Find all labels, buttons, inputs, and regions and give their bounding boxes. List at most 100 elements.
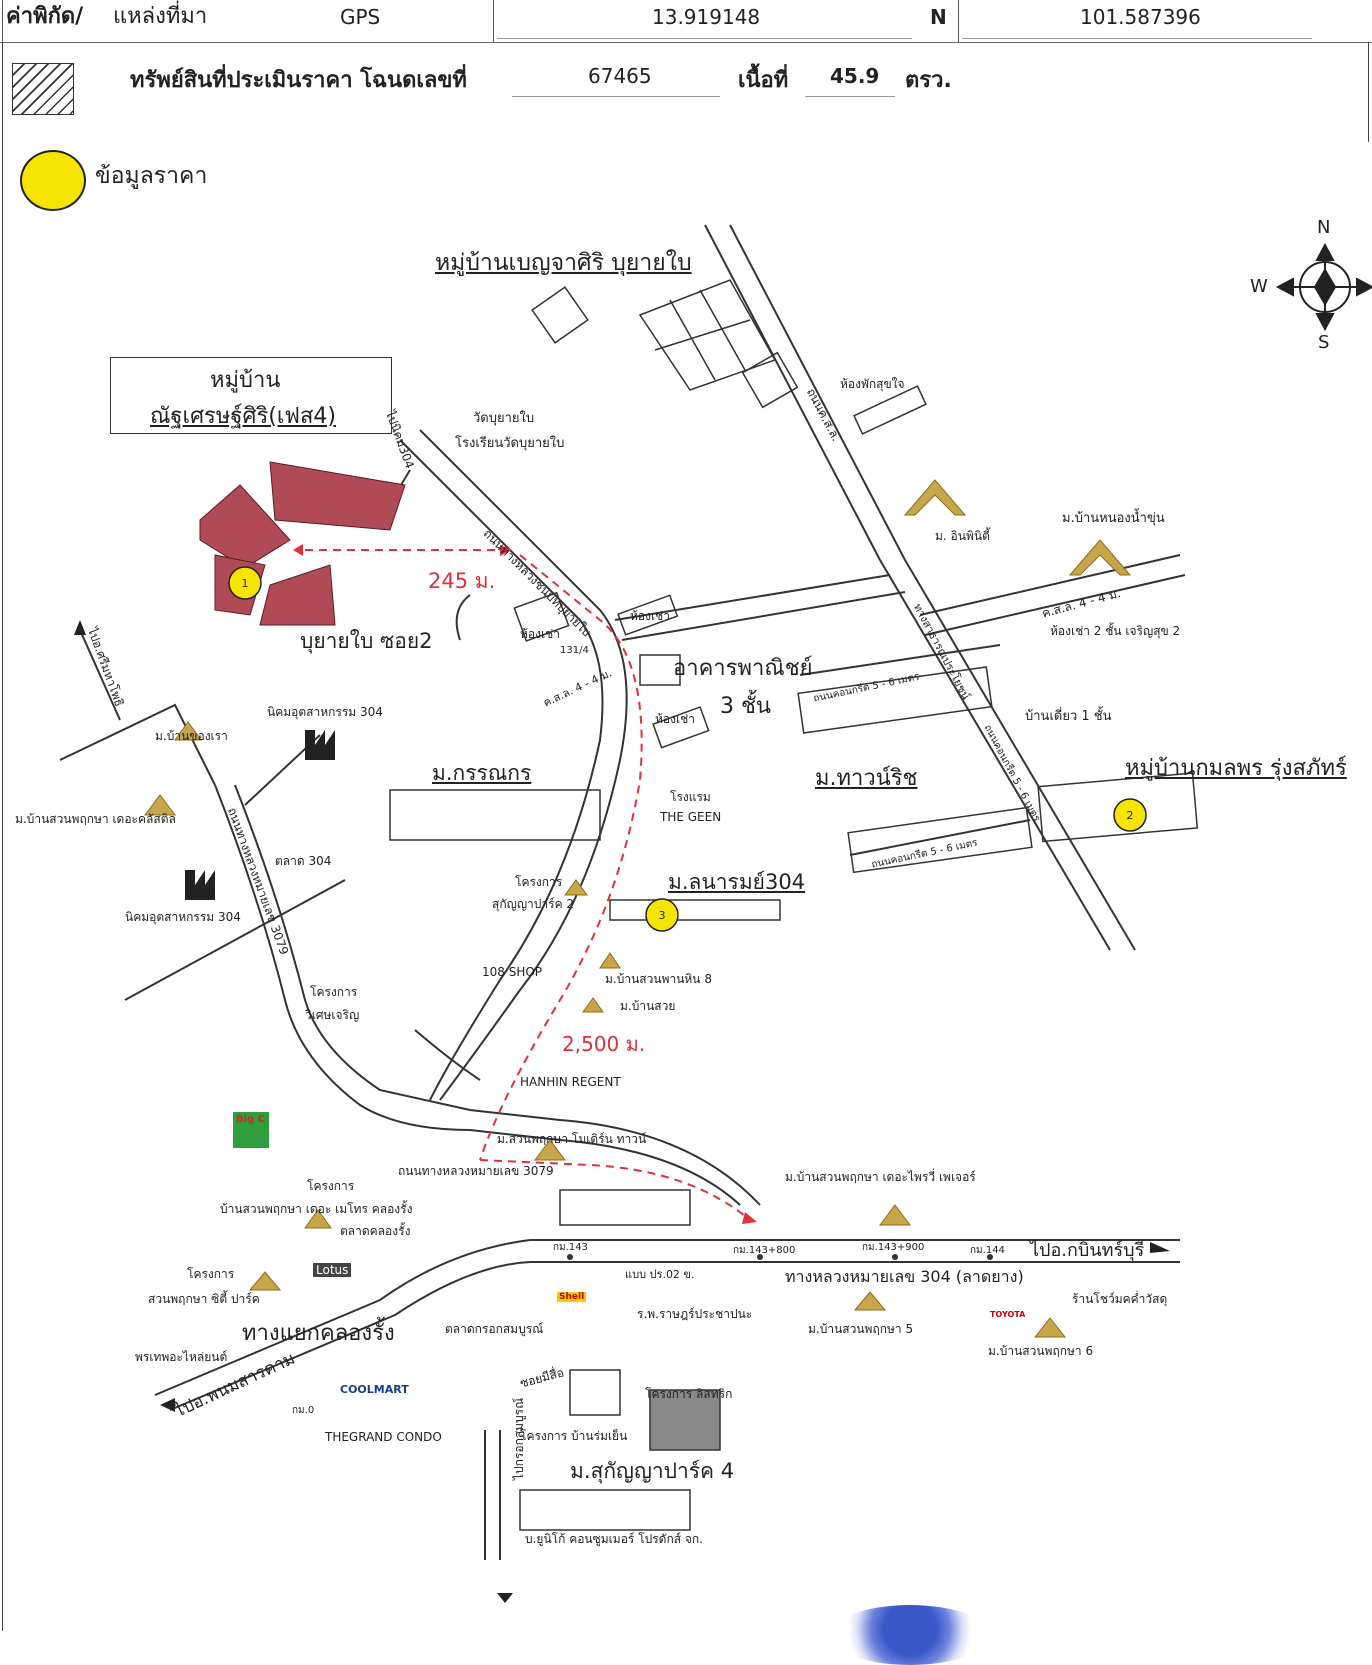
house-icon [304, 1209, 332, 1229]
label-sukanya4: ม.สุกัญญาปาร์ค 4 [570, 1459, 735, 1483]
compass-center [1313, 268, 1337, 306]
factory-icon [305, 730, 335, 760]
road-concrete [799, 644, 1001, 676]
label-hw304: ทางหลวงหมายเลข 304 (ลาดยาง) [785, 1267, 1024, 1286]
price-marker-legend [20, 150, 86, 211]
km-markers [567, 1254, 993, 1260]
label-industrial1: นิคมอุตสาหกรรม 304 [267, 705, 383, 719]
factory-icons [185, 730, 335, 900]
block-line [654, 319, 751, 351]
parcel [269, 461, 406, 531]
road-sl [729, 224, 906, 561]
label-road3079-h: ถนนทางหลวงหมายเลข 3079 [398, 1164, 554, 1178]
label-kamolporn: หมู่บ้านกมลพร รุ่งสภัทร์ [1125, 756, 1347, 781]
marker-3-label: 3 [659, 909, 666, 922]
label-junction: ทางแยกคลองรั้ง [242, 1321, 395, 1346]
price-marker-labels: 1 2 3 [242, 577, 1134, 922]
arrow-left-icon [160, 1398, 175, 1412]
house-icon [534, 1139, 566, 1161]
arrow-up-icon [74, 620, 86, 635]
factory-icon [185, 870, 215, 900]
arrow-down-icon [497, 1593, 513, 1603]
house-icons [144, 479, 1132, 1338]
label-kannika: ม.กรรณกร [432, 761, 532, 785]
coolmart-logo: COOLMART [340, 1383, 409, 1396]
road-sl44-edge [924, 574, 1186, 636]
coord-label: ค่าพิกัด/ [6, 4, 84, 29]
east-arrow-icon [1356, 277, 1372, 297]
natsiri-line2: ณัฐเศรษฐ์ศิริ(เฟส4) [150, 404, 336, 429]
highway-304-west-edge [169, 1261, 531, 1411]
km-marker [892, 1254, 898, 1260]
label-soi2: บุยายใบ ซอย2 [300, 629, 433, 653]
house-icon [564, 879, 588, 896]
road-buyai [419, 429, 628, 1101]
block [649, 1389, 721, 1451]
block [639, 654, 681, 686]
coordinate-header: ค่าพิกัด/ แหล่งที่มา GPS 13.919148 N 101… [0, 0, 1372, 43]
road-3079-edge [234, 784, 761, 1206]
label-commercial-3: 3 ชั้น [720, 694, 771, 719]
label-wisetcharoen: วิเศษเจริญ [305, 1008, 360, 1022]
price-marker-1 [228, 566, 262, 600]
label-suanphuk-cl: ม.บ้านสวนพฤกษา เดอะคลัสติล [15, 812, 176, 826]
label-hotel: โรงแรม [670, 790, 711, 804]
south-arrow-icon [1315, 313, 1335, 332]
row-houses [609, 899, 781, 921]
road-east [614, 574, 891, 621]
label-rent-a: ห้องเช่า [630, 609, 670, 623]
label-hospital: ร.พ.ราษฎร์ประชาปนะ [637, 1307, 753, 1321]
road-inner2 [455, 594, 471, 641]
label-rent-b: ห้องเช่า [520, 627, 560, 641]
house-icon [1033, 1317, 1067, 1338]
parcel [259, 564, 336, 626]
label-suanphuk5: ม.บ้านสวนพฤกษา 5 [808, 1322, 914, 1336]
label-market304: ตลาด 304 [275, 854, 332, 868]
lotus-logo: Lotus [313, 1263, 352, 1277]
house-icon [599, 952, 621, 969]
label-metro: บ้านสวนพฤกษา เดอะ เมโทร คลองรั้ง [220, 1202, 413, 1216]
route-2500 [479, 554, 643, 1161]
km-marker [987, 1254, 993, 1260]
house-icon [174, 721, 202, 741]
label-flower: ม.บ้านสวนพฤกษา เดอะไพรวี่ เพเจอร์ [785, 1170, 976, 1184]
latitude-value: 13.919148 [652, 5, 761, 29]
direction-arrows [74, 620, 1170, 1603]
divider [2, 0, 3, 42]
marker-2-label: 2 [1127, 809, 1134, 822]
block [531, 286, 589, 344]
label-city-park: สวนพฤกษา ซิตี้ ปาร์ค [148, 1292, 260, 1306]
west-arrow-icon [1275, 277, 1294, 297]
label-detached: บ้านเดี่ยว 1 ชั้น [1025, 709, 1112, 724]
route-lines [305, 549, 751, 1221]
divider [493, 0, 494, 42]
label-grand-condo: THEGRAND CONDO [325, 1430, 442, 1444]
underline [962, 38, 1312, 39]
compass-icon [1275, 242, 1372, 332]
shell-logo: Shell [557, 1292, 587, 1302]
label-commercial: อาคารพาณิชย์ [673, 656, 813, 681]
label-rent-c: ห้องเช่า [655, 712, 695, 726]
underline [497, 38, 912, 39]
label-to-prachin: ไปอ.กบินทร์บุรี [1030, 1240, 1145, 1261]
km-marker [567, 1254, 573, 1260]
row-houses [797, 666, 993, 734]
source-value: GPS [340, 5, 381, 29]
label-wat: วัดบุยายใบ [473, 411, 535, 426]
block [559, 1189, 691, 1226]
house-icon [1068, 539, 1132, 576]
house-icon [853, 1291, 887, 1311]
north-arrow-icon [1315, 242, 1335, 261]
compass-w: W [1250, 276, 1268, 297]
roads [59, 224, 1186, 1560]
road-srimaha [79, 629, 121, 721]
label-project: โครงการ [515, 875, 563, 889]
arrow-icon [500, 545, 512, 556]
deed-number: 67465 [588, 64, 652, 88]
block [853, 385, 927, 435]
n-label: N [930, 5, 947, 29]
distance-2500: 2,500 ม. [562, 1032, 646, 1056]
label-modern: ม.สวนพฤกษา โมเดิร์น ทาวน์ [497, 1132, 647, 1146]
block [617, 594, 679, 636]
arrow-right-icon [1150, 1242, 1170, 1263]
